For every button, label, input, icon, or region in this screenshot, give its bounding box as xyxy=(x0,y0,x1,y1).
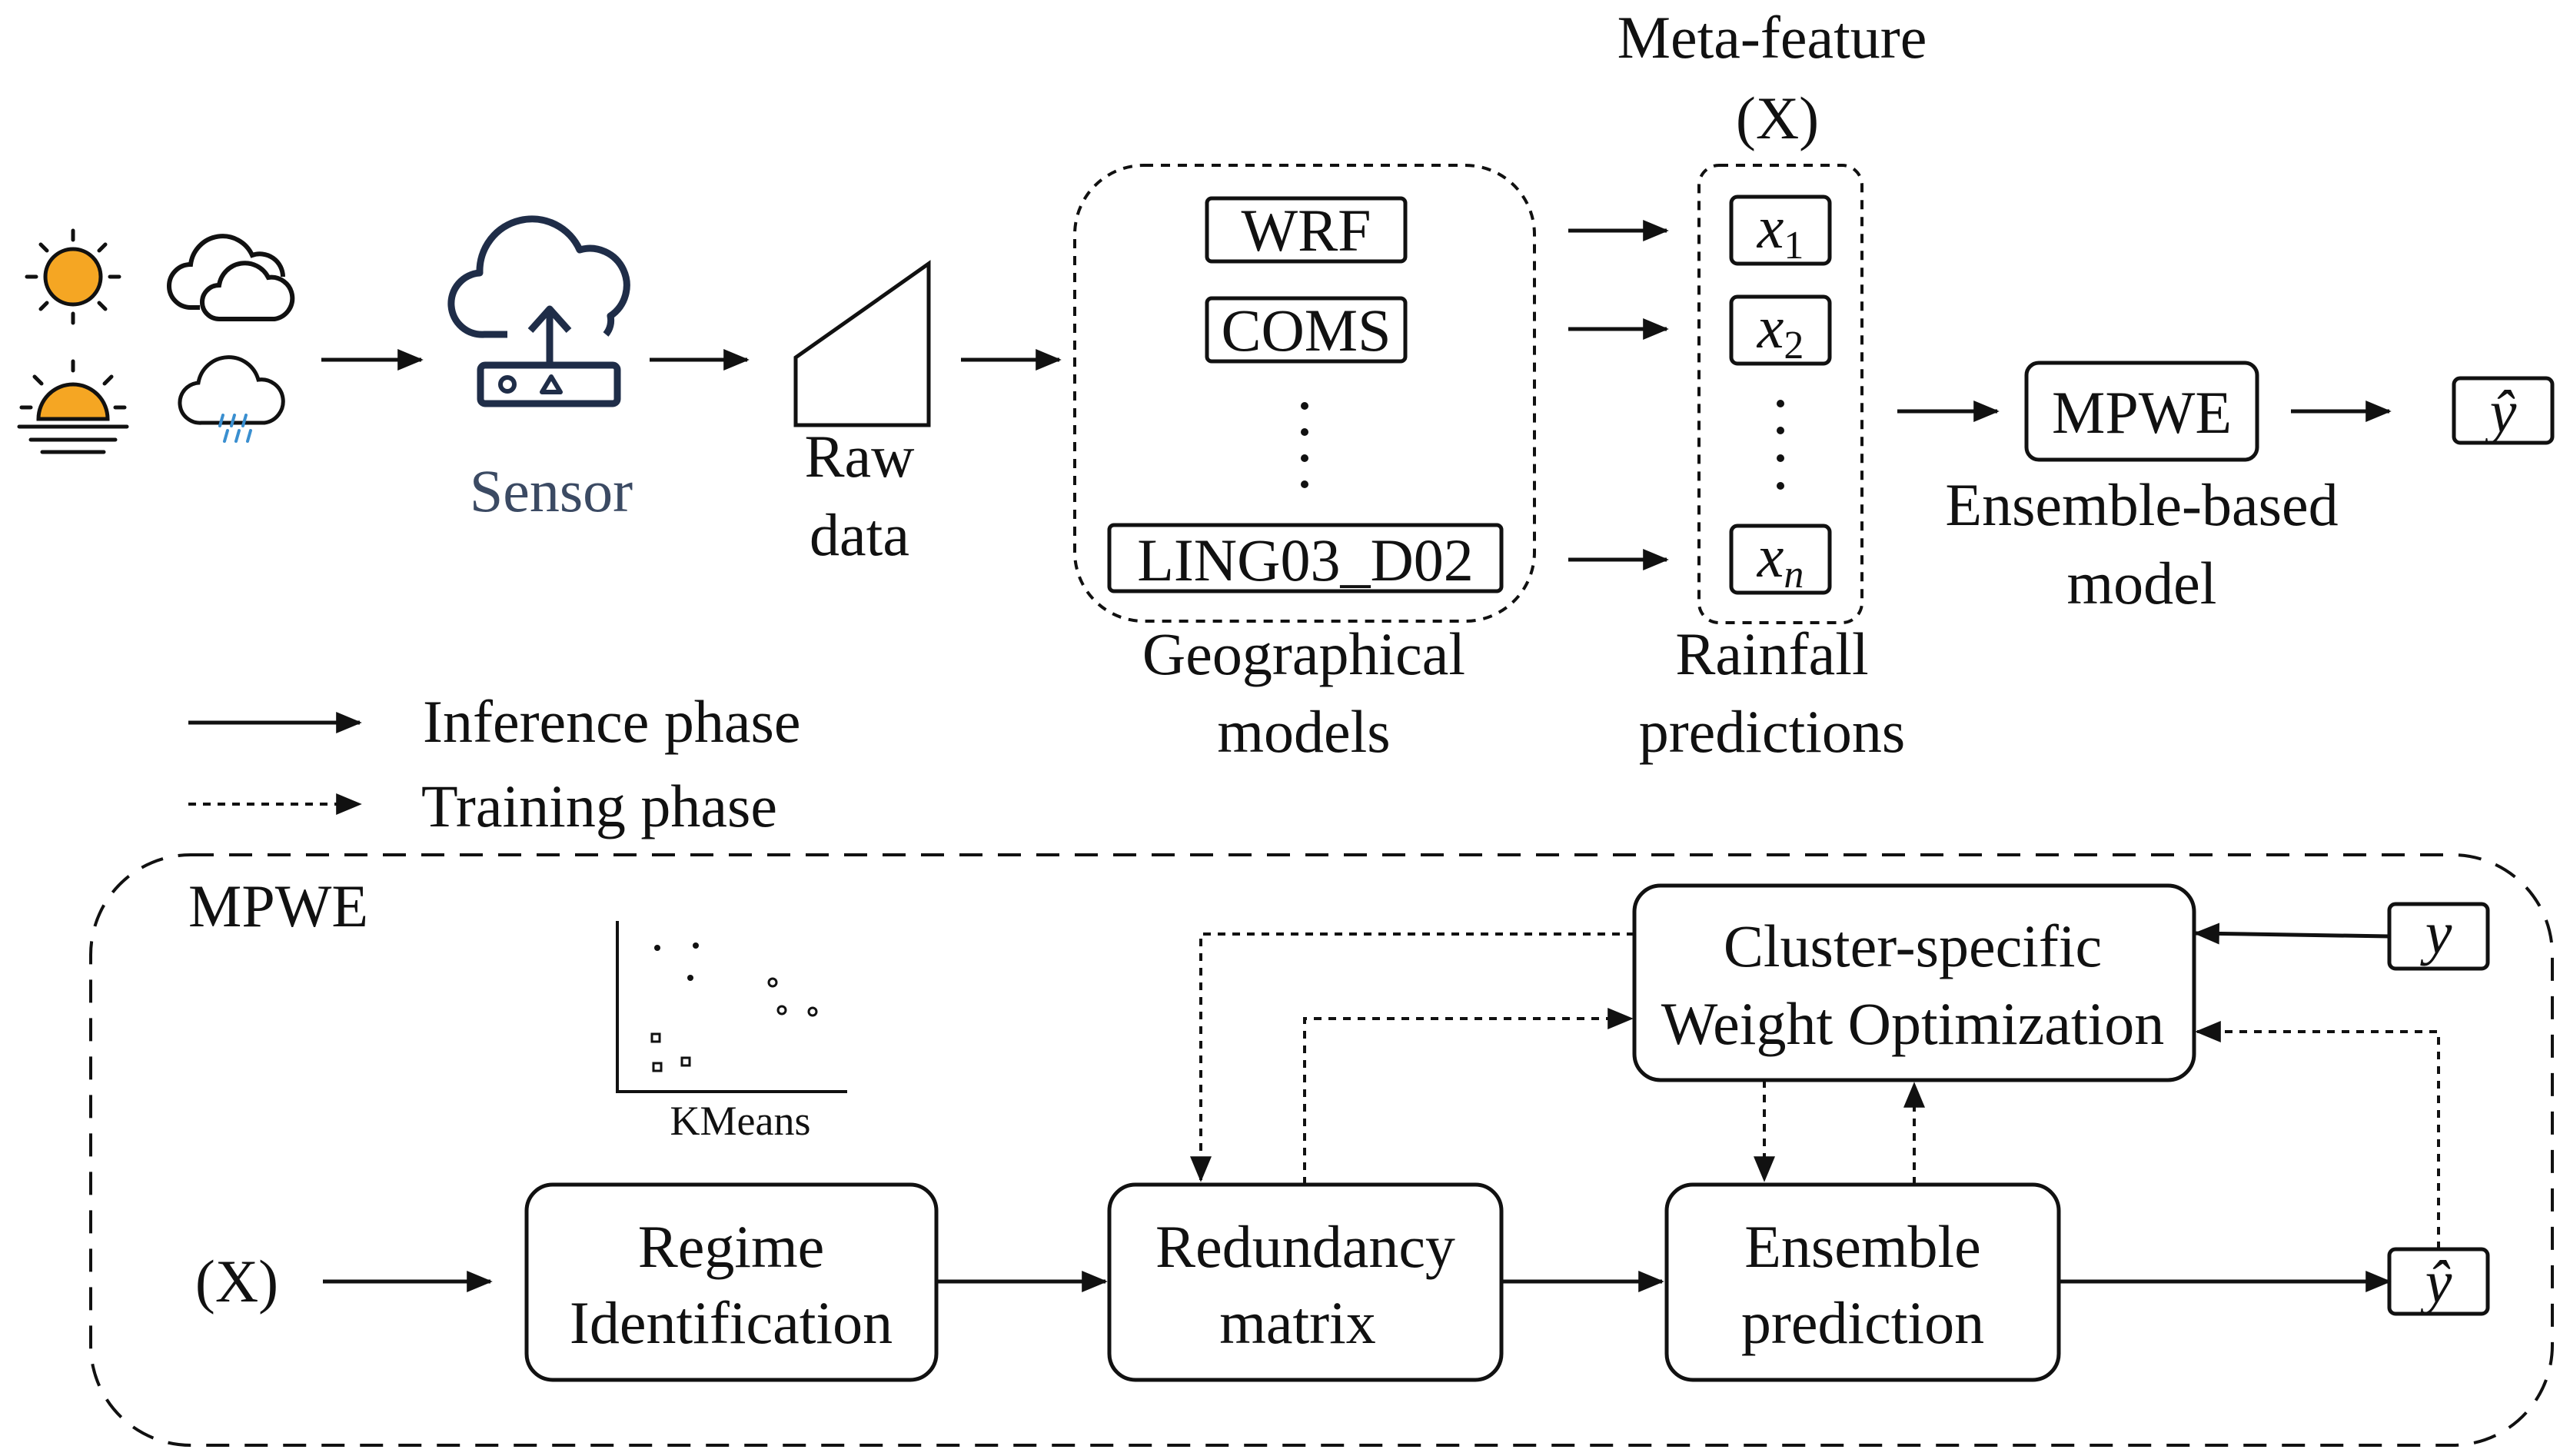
geo-models-ellipsis xyxy=(1301,402,1308,488)
sun-icon xyxy=(25,228,121,325)
meta-feature-xn: xn xyxy=(1757,523,1804,597)
rain-cloud-icon xyxy=(178,355,285,443)
ensemble-model-caption-line2: model xyxy=(2067,550,2217,617)
mpwe-model-label: MPWE xyxy=(2052,379,2232,446)
redundancy-matrix-line2: matrix xyxy=(1219,1289,1376,1356)
geo-model-ling03-d02: LING03_D02 xyxy=(1137,527,1474,593)
document-icon xyxy=(793,260,931,427)
meta-feature-caption-line1: Rainfall xyxy=(1675,620,1868,687)
meta-feature-x2-box xyxy=(1729,294,1832,366)
output-yhat: ŷ xyxy=(2485,378,2517,445)
training-path-redundancy-to-cluster-opt xyxy=(1303,1008,1634,1185)
meta-feature-ellipsis xyxy=(1777,400,1784,490)
geo-model-ling-box xyxy=(1107,523,1504,593)
geo-model-coms: COMS xyxy=(1221,297,1391,364)
cluster-weight-optimization-line2: Weight Optimization xyxy=(1661,990,2164,1057)
training-path-yhat-to-cluster-opt xyxy=(2195,1021,2440,1249)
meta-feature-symbol: (X) xyxy=(1736,85,1819,151)
sunrise-icon xyxy=(17,359,129,454)
geo-models-caption-line2: models xyxy=(1217,698,1390,765)
regime-identification-line1: Regime xyxy=(638,1213,825,1280)
kmeans-scatter-icon xyxy=(616,921,847,1093)
legend-training-label: Training phase xyxy=(421,773,777,839)
mpwe-detail-panel xyxy=(89,853,2554,1447)
meta-feature-x1-box xyxy=(1729,194,1832,266)
arrow-y-to-cluster-opt xyxy=(2193,922,2390,945)
meta-feature-symbol-text: (X) xyxy=(1736,85,1819,151)
meta-feature-x2: x2 xyxy=(1757,294,1804,367)
training-path-cluster-opt-to-redundancy xyxy=(1190,932,1634,1182)
meta-feature-xn-box xyxy=(1729,524,1832,595)
mpwe-input-x: (X) xyxy=(195,1248,278,1315)
ensemble-model-caption-line1: Ensemble-based xyxy=(1945,471,2338,538)
mpwe-detail-title: MPWE xyxy=(188,873,368,939)
meta-feature-caption-line2: predictions xyxy=(1639,698,1906,765)
ensemble-prediction-line1: Ensemble xyxy=(1744,1213,1981,1280)
ensemble-prediction-line2: prediction xyxy=(1741,1289,1984,1356)
cluster-weight-optimization-line1: Cluster-specific xyxy=(1724,912,2102,979)
cloud-icon xyxy=(167,234,295,321)
sensor-label: Sensor xyxy=(470,457,633,524)
meta-feature-title: Meta-feature xyxy=(1617,4,1927,71)
redundancy-matrix-line1: Redundancy xyxy=(1155,1213,1455,1280)
regime-identification-line2: Identification xyxy=(570,1289,893,1356)
geo-model-coms-box xyxy=(1205,296,1408,364)
raw-data-label-line2: data xyxy=(810,501,909,568)
geo-models-caption-line1: Geographical xyxy=(1142,620,1465,687)
kmeans-label: KMeans xyxy=(670,1098,811,1144)
legend-inference-label: Inference phase xyxy=(423,688,801,755)
geo-model-wrf: WRF xyxy=(1241,197,1371,264)
cluster-weight-optimization-box xyxy=(1632,883,2196,1082)
output-yhat-box xyxy=(2452,376,2555,445)
meta-feature-x1: x1 xyxy=(1757,194,1804,268)
raw-data-label-line1: Raw xyxy=(805,423,915,490)
mpwe-y: y xyxy=(2420,899,2452,966)
meta-feature-group xyxy=(1697,164,1863,624)
mpwe-yhat: ŷ xyxy=(2420,1248,2452,1315)
cloud-upload-sensor-icon xyxy=(447,215,630,407)
geo-models-group xyxy=(1073,164,1536,623)
mpwe-model-box xyxy=(2024,361,2259,462)
geo-model-wrf-box xyxy=(1205,196,1408,264)
